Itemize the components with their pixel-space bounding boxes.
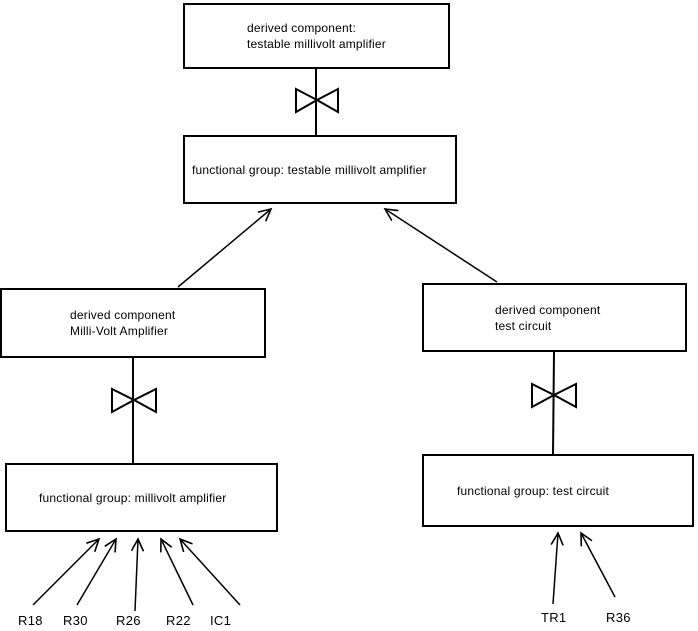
node-text-line: functional group: test circuit xyxy=(457,483,610,498)
node-derived-test-circuit: derived component test circuit xyxy=(422,283,687,352)
leaf-label-r26: R26 xyxy=(116,613,141,628)
leaf-label-r22: R22 xyxy=(166,613,191,628)
arrow-line xyxy=(580,531,616,598)
leaf-label-tr1: TR1 xyxy=(541,610,567,625)
arrow-line xyxy=(160,537,194,606)
leaf-label-r30: R30 xyxy=(63,613,88,628)
node-text-line: derived component: xyxy=(247,21,356,35)
node-derived-testable-millivolt-amplifier: derived component: testable millivolt am… xyxy=(183,3,450,69)
node-text-line: derived component xyxy=(70,308,176,322)
arrow-line xyxy=(383,208,498,283)
node-text: derived component: testable millivolt am… xyxy=(247,20,386,52)
arrow-line xyxy=(32,537,101,606)
leaf-label-r36: R36 xyxy=(606,610,631,625)
arrow-line xyxy=(76,537,117,606)
node-functional-group-millivolt-amplifier: functional group: millivolt amplifier xyxy=(5,463,278,532)
node-functional-group-testable-millivolt-amplifier: functional group: testable millivolt amp… xyxy=(183,135,457,204)
node-functional-group-test-circuit: functional group: test circuit xyxy=(422,454,694,527)
node-text-line: functional group: testable millivolt amp… xyxy=(192,162,427,177)
bowtie-icon xyxy=(111,387,157,414)
node-text-line: test circuit xyxy=(495,318,552,333)
connector-line xyxy=(552,351,555,456)
node-derived-milli-volt-amplifier: derived component Milli-Volt Amplifier xyxy=(0,288,266,358)
node-text-line: Milli-Volt Amplifier xyxy=(70,324,169,338)
bowtie-icon xyxy=(531,382,577,409)
node-text-line: testable millivolt amplifier xyxy=(247,37,386,51)
node-text-line: functional group: millivolt amplifier xyxy=(39,490,227,505)
node-text-line: derived component xyxy=(495,302,601,317)
leaf-label-ic1: IC1 xyxy=(210,613,232,628)
bowtie-icon xyxy=(295,87,339,114)
arrow-line xyxy=(178,537,241,606)
leaf-label-r18: R18 xyxy=(18,613,43,628)
arrow-line xyxy=(130,537,145,612)
arrow-line xyxy=(550,531,564,605)
arrow-line xyxy=(177,207,273,288)
